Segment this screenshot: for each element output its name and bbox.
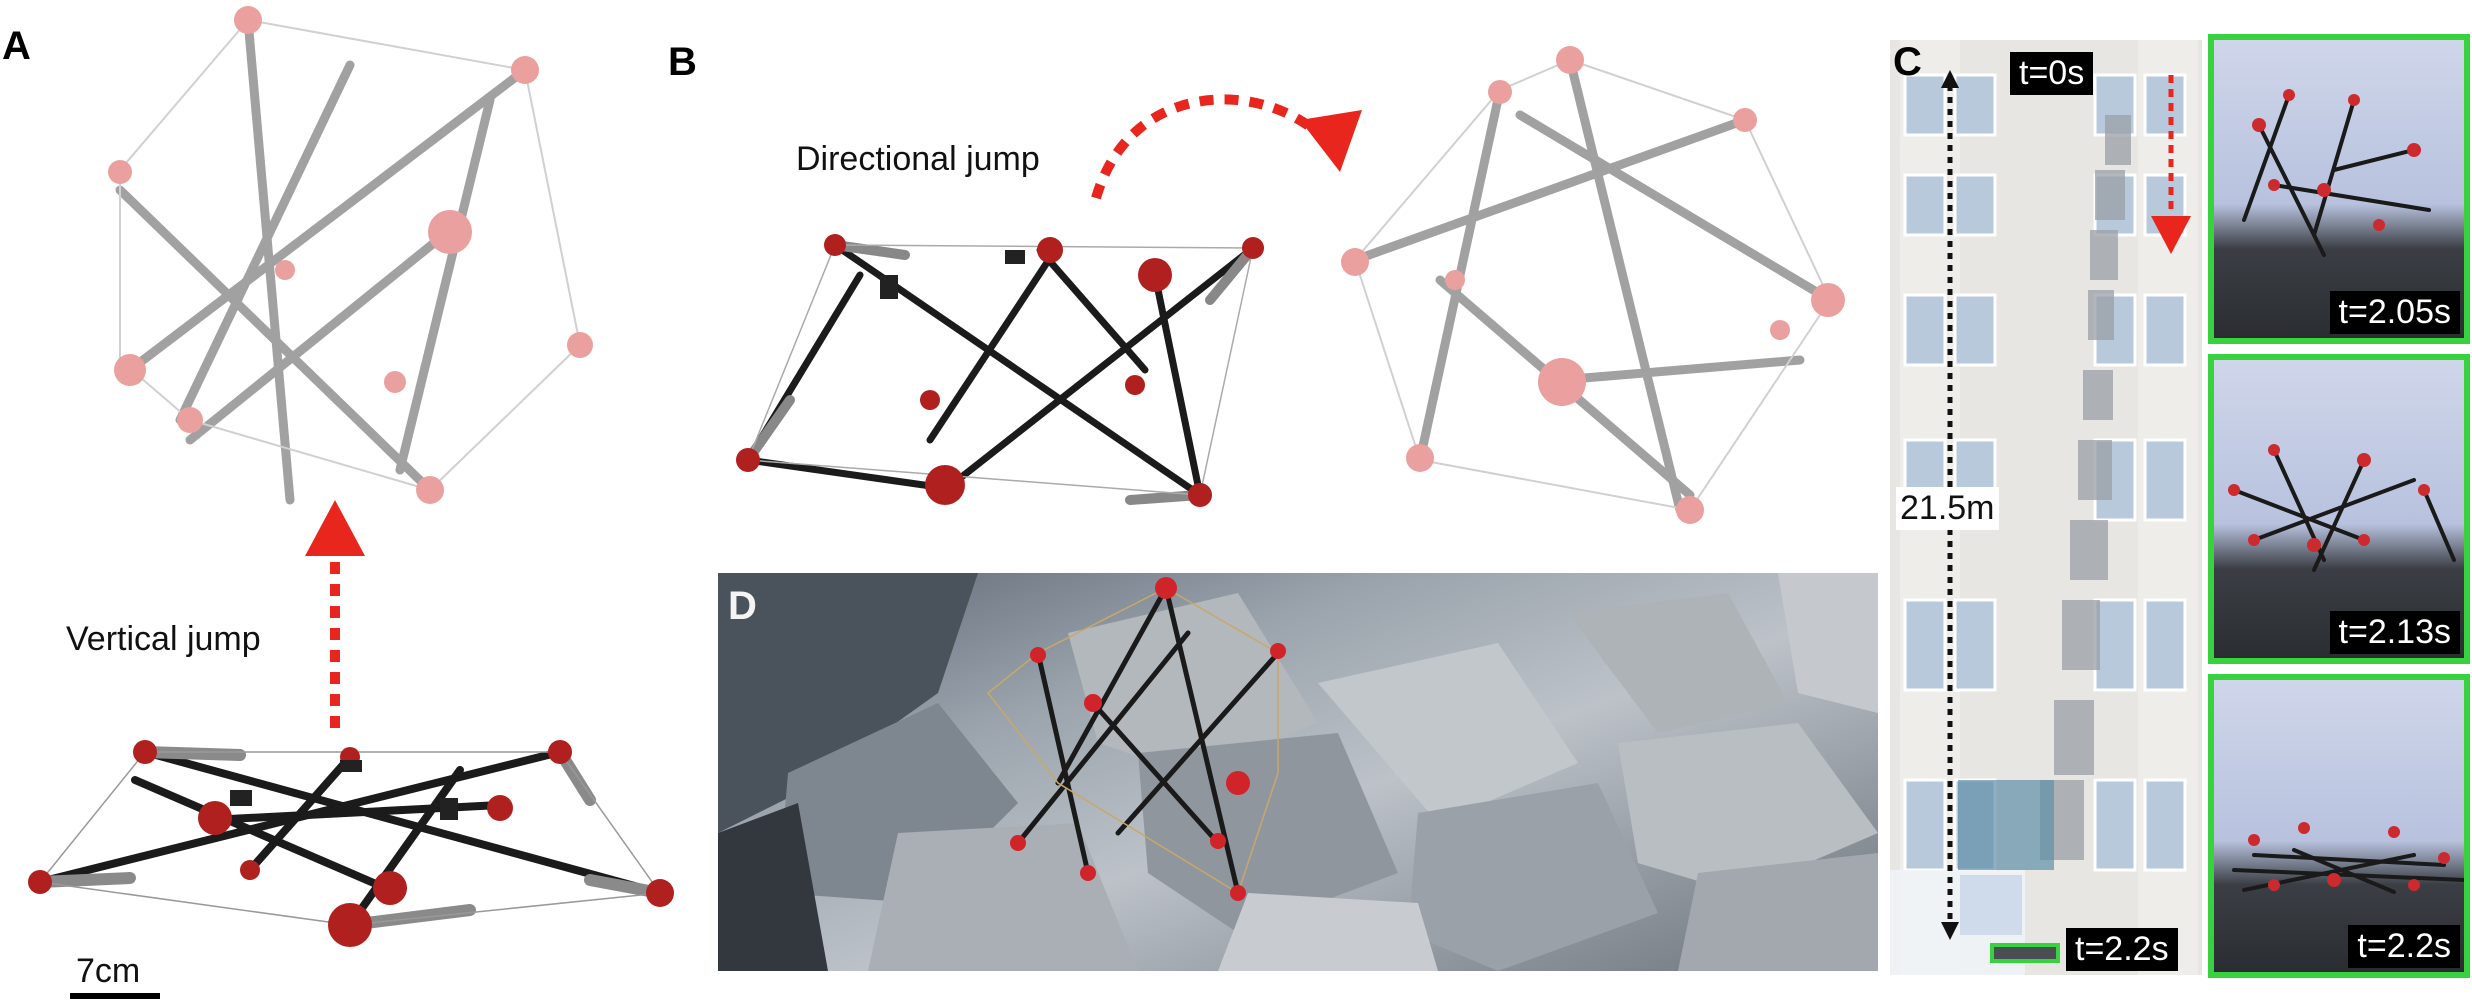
panel-d-rock-field-photo [718, 573, 1878, 971]
panel-d-letter: D [728, 584, 757, 628]
frame-3-time-label: t=2.2s [2348, 924, 2460, 968]
height-label: 21.5m [1896, 487, 1999, 530]
landing-zone-marker [1990, 943, 2060, 963]
landing-frame-2: t=2.13s [2208, 354, 2470, 664]
directional-jump-label: Directional jump [796, 140, 1040, 178]
frame-1-time-label: t=2.05s [2329, 290, 2460, 334]
scale-bar-label: 7cm [76, 952, 141, 990]
panel-c-letter: C [1893, 40, 1922, 84]
panel-a-letter: A [2, 24, 31, 68]
start-time-label: t=0s [2010, 52, 2094, 96]
landing-frame-1: t=2.05s [2208, 34, 2470, 344]
panel-b-letter: B [668, 40, 697, 84]
vertical-jump-label: Vertical jump [66, 620, 261, 658]
frame-2-time-label: t=2.13s [2329, 610, 2460, 654]
end-time-label: t=2.2s [2066, 928, 2178, 972]
landing-frame-3: t=2.2s [2208, 674, 2470, 978]
